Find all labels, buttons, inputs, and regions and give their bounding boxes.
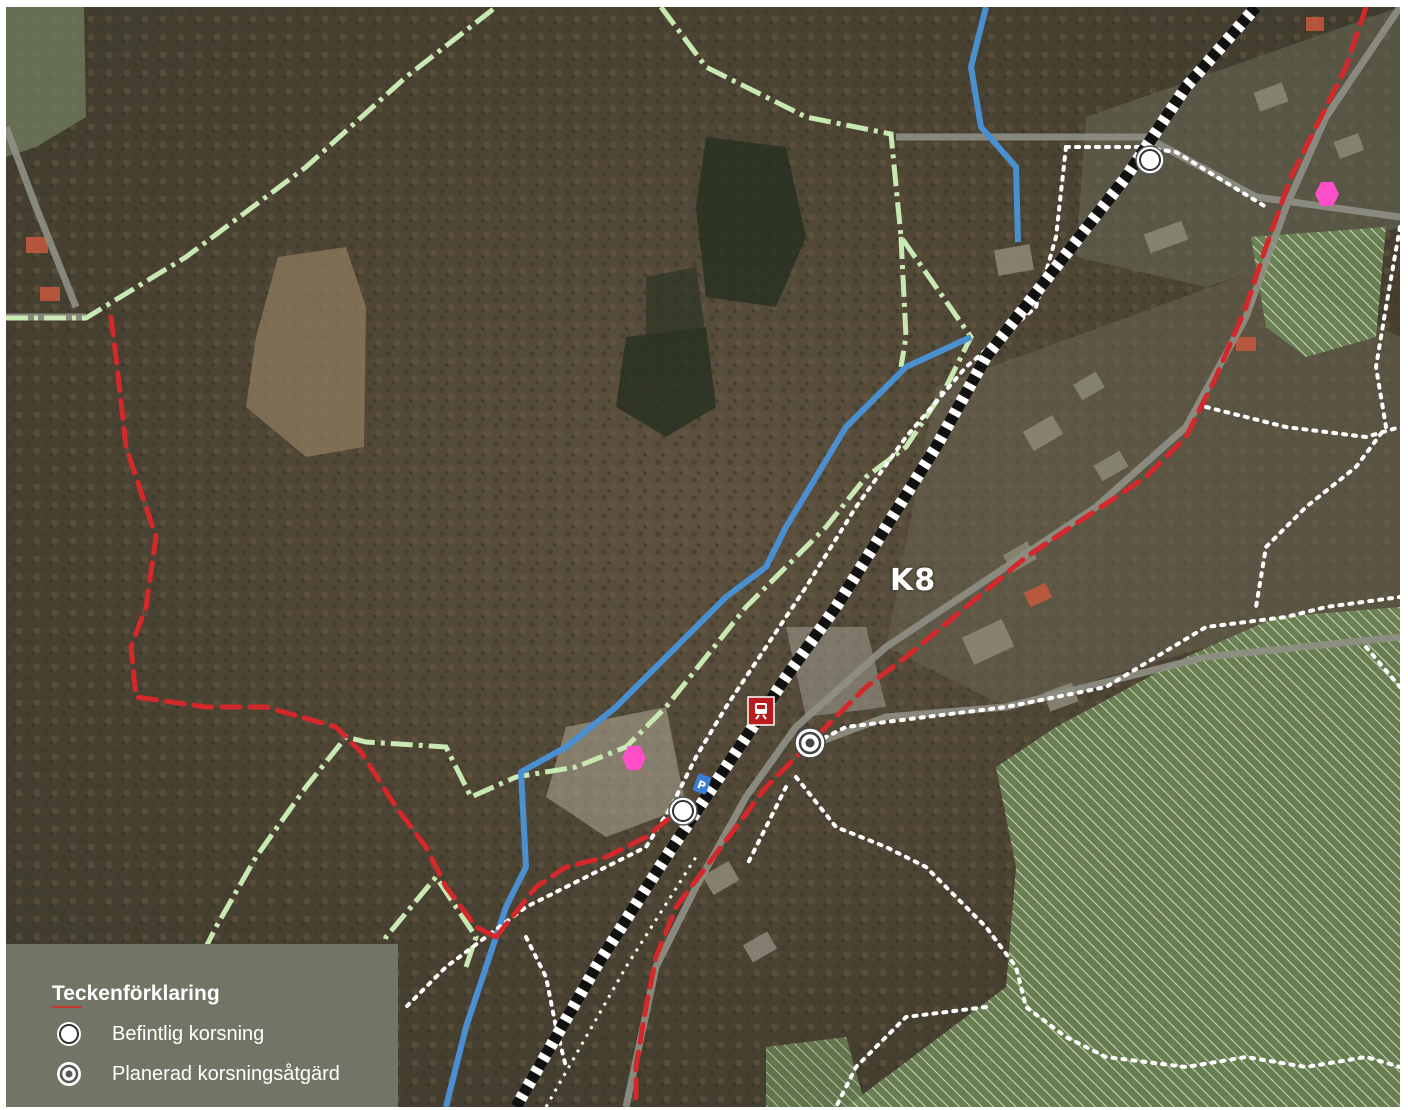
red-route: [108, 7, 1369, 1107]
field: [6, 7, 86, 157]
map-canvas: P: [6, 7, 1400, 1107]
planned-crossing-icon: [54, 1060, 84, 1088]
existing-crossing-icon: [54, 1020, 84, 1048]
parking-icon[interactable]: P: [692, 773, 712, 795]
aerial-map[interactable]: P K8: [6, 7, 1400, 1107]
hatched-area: [766, 1037, 866, 1107]
spruce-patch: [696, 137, 806, 307]
red-roofs: [26, 17, 1324, 608]
station-icon[interactable]: [747, 696, 775, 726]
village-area: [1076, 7, 1400, 287]
legend-item-label: Planerad korsningsåtgärd: [112, 1062, 340, 1085]
planned-crossing-icon[interactable]: [794, 727, 826, 759]
map-legend: Teckenförklaring Befintlig korsning: [6, 944, 398, 1107]
gravel-area: [546, 707, 686, 837]
spruce-patch: [616, 327, 716, 437]
legend-item-planned-crossing: Planerad korsningsåtgärd: [54, 1060, 340, 1088]
existing-crossing-icon[interactable]: [668, 796, 698, 826]
clearing: [246, 247, 366, 457]
legend-item-label: Befintlig korsning: [112, 1022, 265, 1045]
village-area: [886, 267, 1400, 707]
hatched-area: [846, 607, 1400, 1107]
footpaths: [404, 145, 1400, 1107]
existing-crossing-icon[interactable]: [1135, 145, 1165, 175]
hatched-area: [1251, 227, 1386, 357]
legend-title-accent: [52, 1006, 82, 1008]
railway: [510, 7, 1261, 1107]
poi-hexagon-icon[interactable]: [622, 746, 646, 770]
legend-item-existing-crossing: Befintlig korsning: [54, 1020, 264, 1048]
area-label: K8: [890, 563, 937, 598]
poi-hexagon-icon[interactable]: [1315, 182, 1339, 206]
legend-title: Teckenförklaring: [52, 982, 220, 1005]
spruce-patch: [646, 267, 706, 347]
